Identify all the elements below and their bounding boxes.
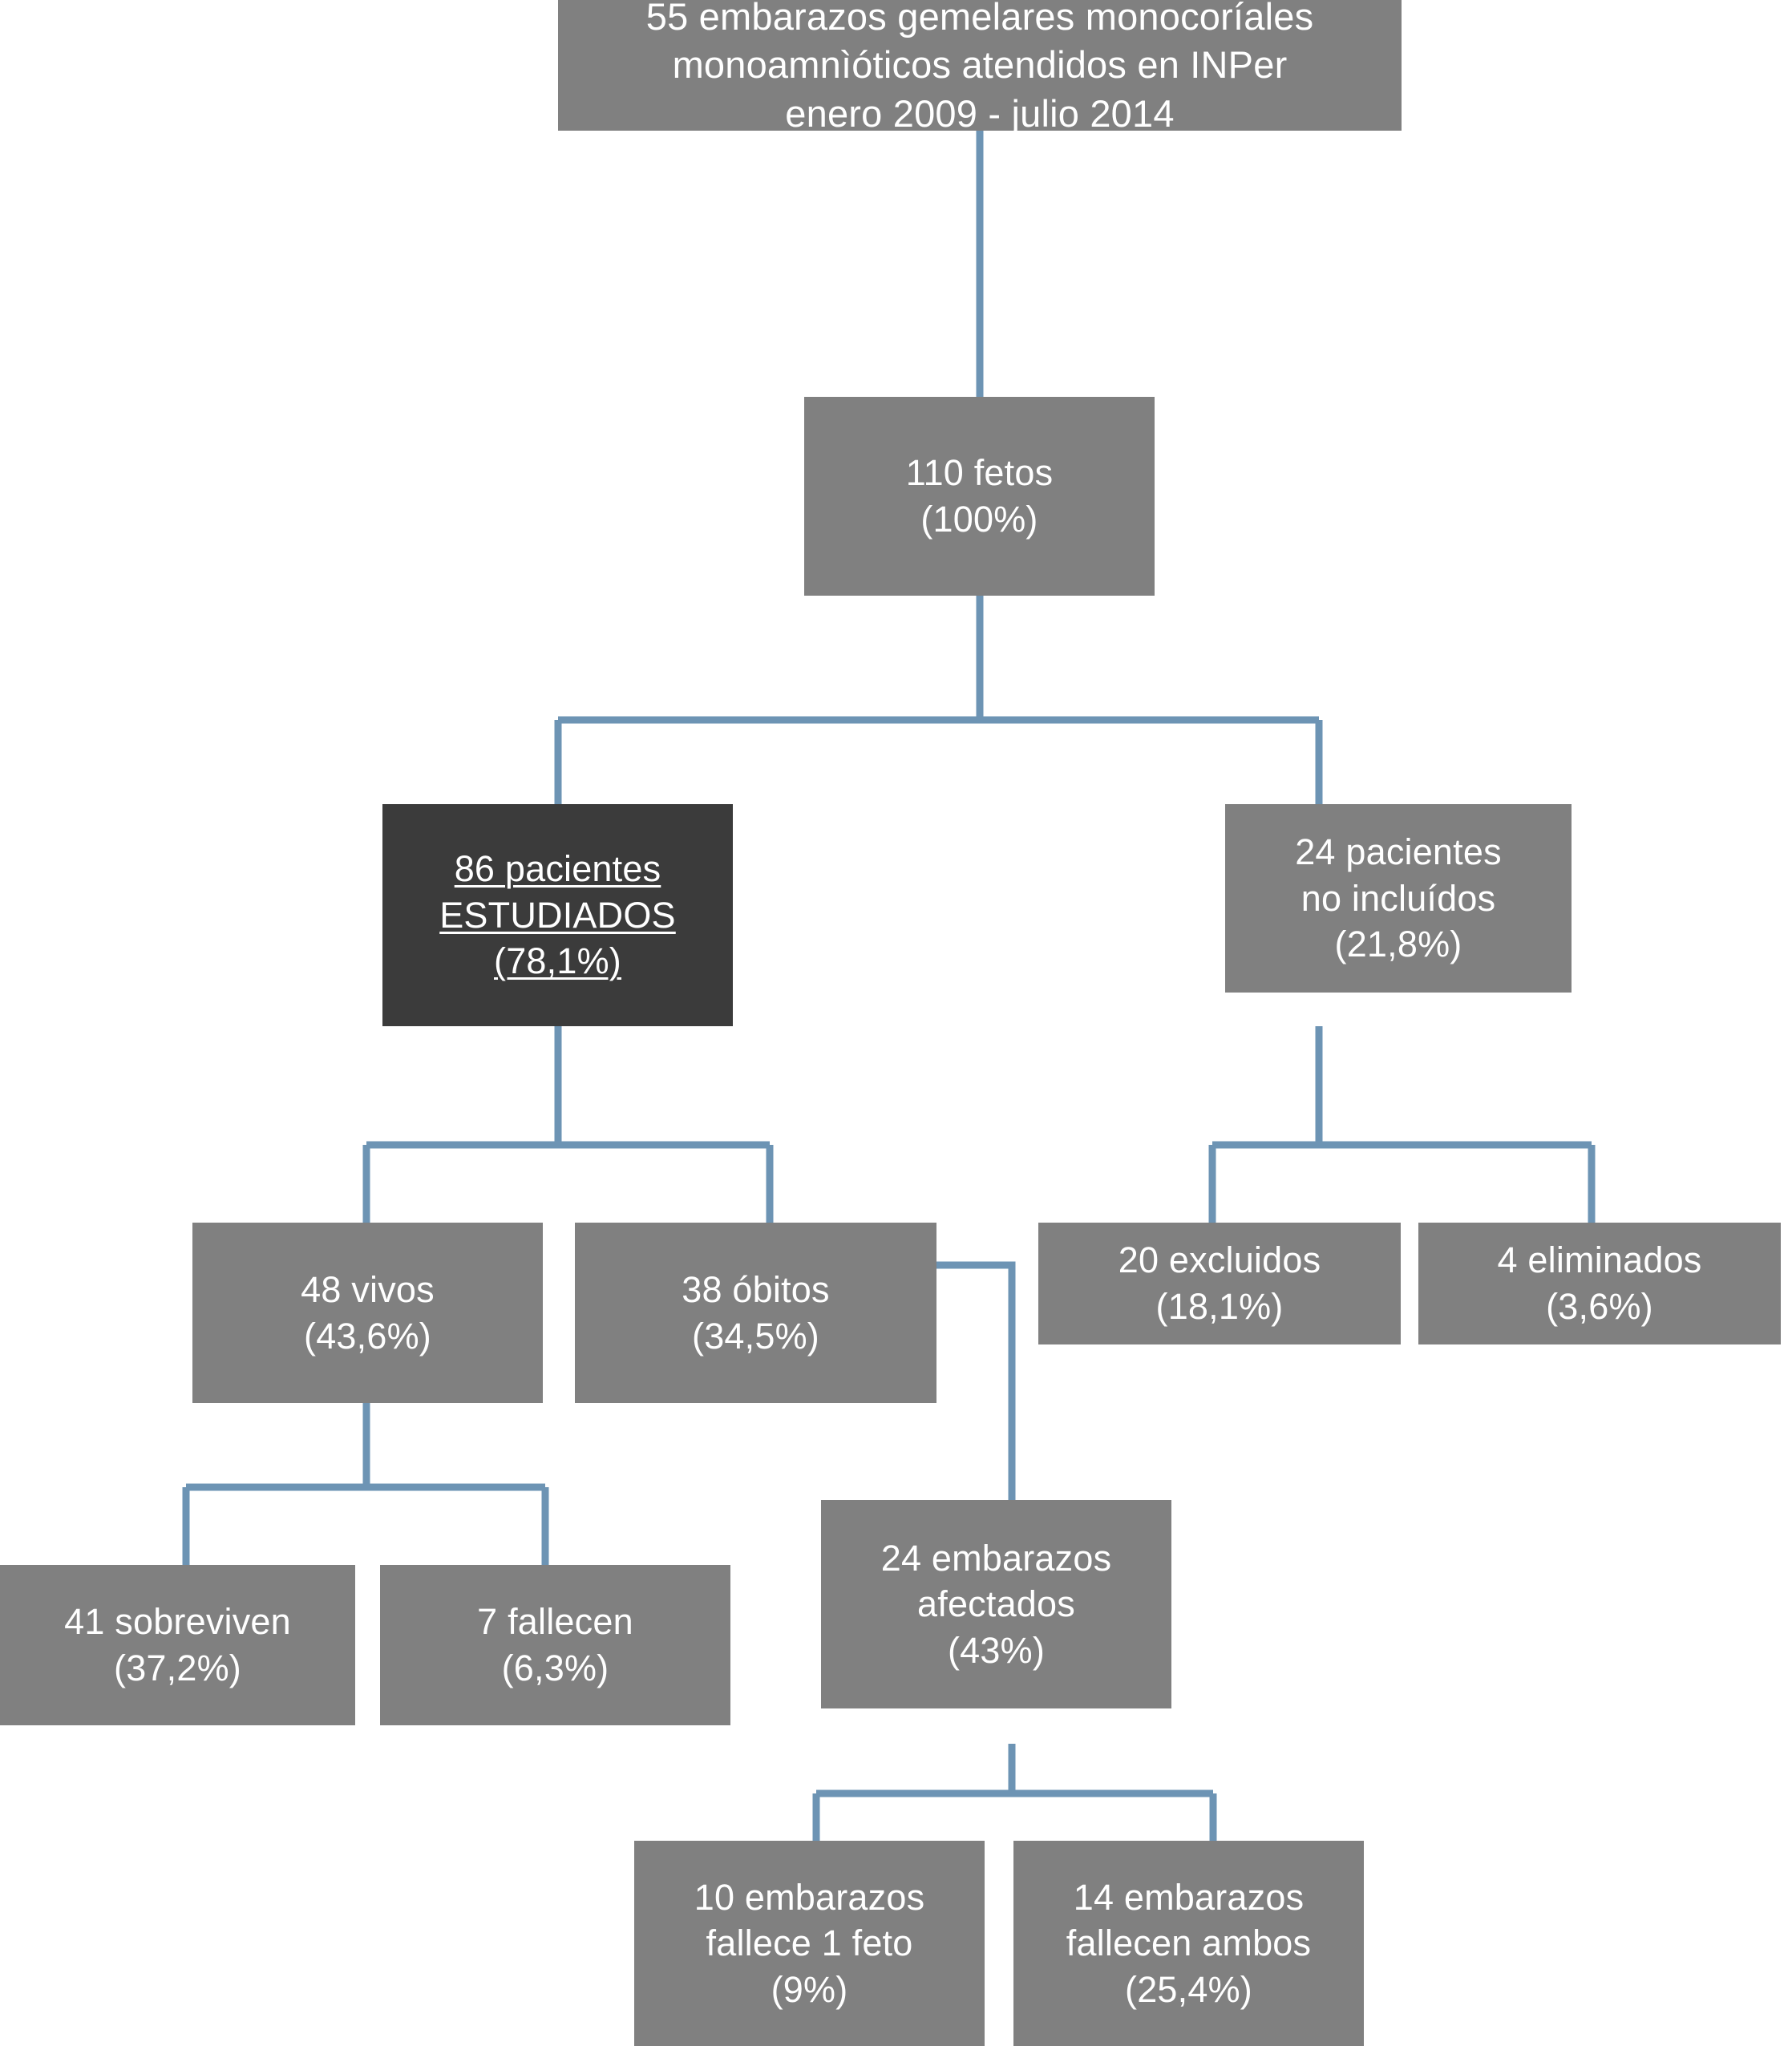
node-estudiados-line-3: (78,1%) — [494, 940, 621, 982]
node-fallece-1-feto-line-3: (9%) — [771, 1968, 848, 2010]
node-root-line-3: enero 2009 - julio 2014 — [785, 91, 1175, 135]
node-excluidos-line-2: (18,1%) — [1155, 1286, 1284, 1327]
node-fallecen-line-2: (6,3%) — [501, 1648, 609, 1688]
node-eliminados-line-2: (3,6%) — [1546, 1286, 1653, 1327]
node-fetos-line-2: (100%) — [920, 499, 1038, 540]
node-vivos-line-1: 48 vivos — [301, 1268, 435, 1310]
node-no-incluidos-line-2: no incluídos — [1301, 877, 1496, 919]
node-obitos[interactable]: 38 óbitos (34,5%) — [575, 1223, 936, 1403]
node-estudiados-line-1: 86 pacientes — [454, 848, 661, 890]
node-afectados[interactable]: 24 embarazos afectados (43%) — [821, 1500, 1171, 1708]
node-sobreviven-line-2: (37,2%) — [114, 1648, 241, 1688]
node-afectados-line-2: afectados — [917, 1583, 1075, 1625]
node-excluidos[interactable]: 20 excluidos (18,1%) — [1038, 1223, 1401, 1344]
node-fallecen-ambos[interactable]: 14 embarazos fallecen ambos (25,4%) — [1013, 1841, 1364, 2046]
node-excluidos-line-1: 20 excluidos — [1118, 1239, 1321, 1281]
node-vivos[interactable]: 48 vivos (43,6%) — [192, 1223, 543, 1403]
node-sobreviven[interactable]: 41 sobreviven (37,2%) — [0, 1565, 355, 1725]
node-obitos-line-1: 38 óbitos — [682, 1268, 830, 1310]
node-afectados-line-1: 24 embarazos — [880, 1537, 1112, 1579]
node-vivos-line-2: (43,6%) — [304, 1315, 431, 1357]
node-no-incluidos-line-1: 24 pacientes — [1295, 831, 1502, 873]
node-obitos-line-2: (34,5%) — [692, 1315, 819, 1357]
node-fallecen[interactable]: 7 fallecen (6,3%) — [380, 1565, 730, 1725]
node-no-incluidos[interactable]: 24 pacientes no incluídos (21,8%) — [1225, 804, 1572, 993]
node-afectados-line-3: (43%) — [947, 1629, 1046, 1671]
node-fallecen-line-1: 7 fallecen — [477, 1601, 633, 1643]
node-fallecen-ambos-line-3: (25,4%) — [1125, 1968, 1252, 2010]
node-fallecen-ambos-line-2: fallecen ambos — [1066, 1923, 1312, 1964]
node-fallece-1-feto-line-1: 10 embarazos — [694, 1876, 925, 1918]
node-no-incluidos-line-3: (21,8%) — [1334, 924, 1462, 965]
node-eliminados-line-1: 4 eliminados — [1497, 1239, 1702, 1281]
node-fetos[interactable]: 110 fetos (100%) — [804, 397, 1155, 596]
node-root-line-1: 55 embarazos gemelares monocoríales — [645, 0, 1314, 38]
node-sobreviven-line-1: 41 sobreviven — [64, 1601, 291, 1643]
node-fallece-1-feto-line-2: fallece 1 feto — [706, 1923, 913, 1964]
node-eliminados[interactable]: 4 eliminados (3,6%) — [1418, 1223, 1781, 1344]
node-fallecen-ambos-line-1: 14 embarazos — [1073, 1876, 1305, 1918]
node-fetos-line-1: 110 fetos — [905, 452, 1054, 494]
node-estudiados[interactable]: 86 pacientes ESTUDIADOS (78,1%) — [382, 804, 733, 1026]
node-fallece-1-feto[interactable]: 10 embarazos fallece 1 feto (9%) — [634, 1841, 985, 2046]
node-estudiados-line-2: ESTUDIADOS — [439, 894, 676, 936]
node-root-line-2: monoamnìóticos atendidos en INPer — [672, 43, 1288, 87]
node-root[interactable]: 55 embarazos gemelares monocoríales mono… — [558, 0, 1402, 135]
